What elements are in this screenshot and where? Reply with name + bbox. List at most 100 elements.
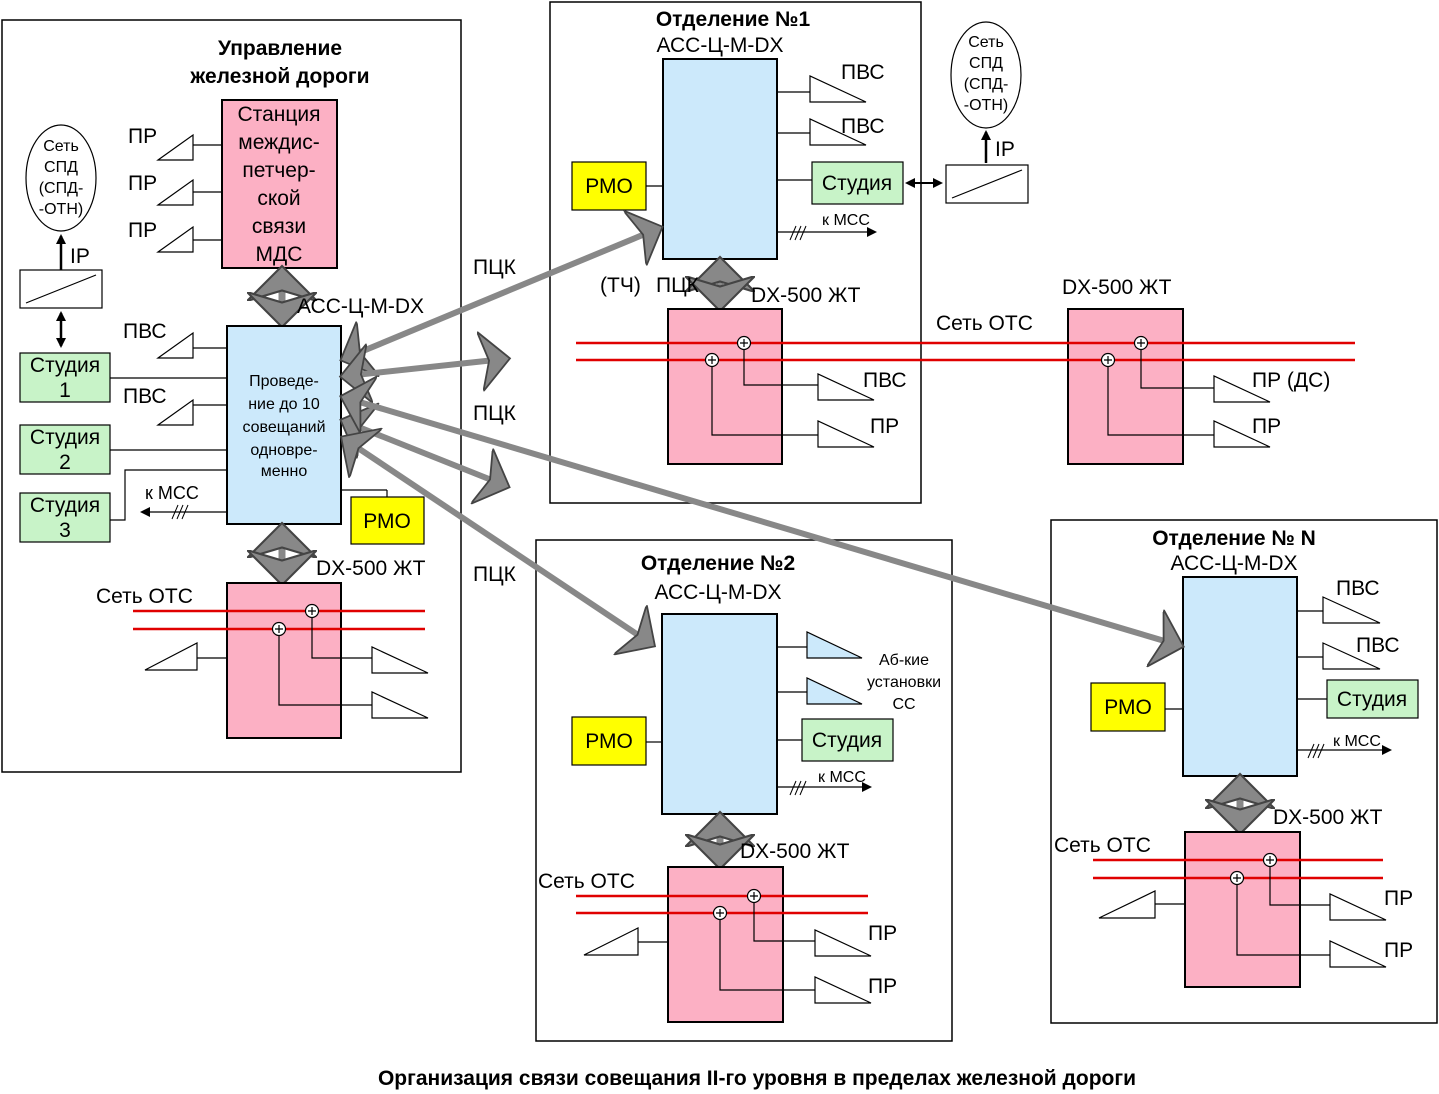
pr-label: ПР xyxy=(1384,887,1413,910)
pr-terminal-icon xyxy=(1213,375,1271,403)
divn-dx500-block xyxy=(1184,831,1301,988)
div1-title: Отделение №1 xyxy=(656,8,811,31)
pvs-terminal-icon xyxy=(156,398,194,426)
pr-terminal-icon xyxy=(817,420,875,448)
pvs-terminal-icon xyxy=(1322,642,1381,670)
studio-1-box xyxy=(19,352,111,403)
divn-acc-label: АСС-Ц-М-DX xyxy=(1170,552,1297,575)
div2-acc-block xyxy=(661,613,778,815)
ots-label: Сеть ОТС xyxy=(538,870,635,893)
studio-label: Студия xyxy=(822,172,892,195)
hq-panel: Управление железной дороги Станция межди… xyxy=(1,19,462,773)
pr-label: ПР xyxy=(1252,415,1281,438)
pvs-label: ПВС xyxy=(123,385,167,408)
mds-line: МДС xyxy=(256,243,303,266)
pr-terminal-icon xyxy=(156,133,194,161)
studio-3-box xyxy=(19,492,111,543)
pr-ds-label: ПР (ДС) xyxy=(1252,369,1330,392)
studio-2-box xyxy=(19,424,111,475)
hq-title-line1: Управление xyxy=(218,37,342,60)
rmo-box xyxy=(1090,682,1166,732)
studio-label: Студия xyxy=(30,354,100,377)
terminal-icon xyxy=(1098,890,1156,919)
conf-line: одновре- xyxy=(250,442,317,459)
hq-title-line2: железной дороги xyxy=(189,65,369,88)
spd-line: (СПД- xyxy=(964,76,1009,93)
k-mss-label: к МСС xyxy=(822,212,870,229)
pvs-label: ПВС xyxy=(863,369,907,392)
acc-label: АСС-Ц-М-DX xyxy=(297,295,424,318)
div2-dx500-block xyxy=(667,866,784,1023)
pr-terminal-icon xyxy=(156,178,194,206)
pr-terminal-icon xyxy=(814,929,872,957)
rmo-label: РМО xyxy=(585,175,633,198)
div1-acc-label: АСС-Ц-М-DX xyxy=(656,34,783,57)
spd-line: СПД xyxy=(969,55,1003,72)
pr-label: ПР xyxy=(868,975,897,998)
hq-dx500-block xyxy=(226,582,342,739)
dx-label: DX-500 ЖТ xyxy=(751,284,861,307)
terminal-icon xyxy=(371,646,429,674)
k-mss-label: к МСС xyxy=(1333,733,1381,750)
dx-label: DX-500 ЖТ xyxy=(740,840,850,863)
pr-label: ПР xyxy=(128,219,157,242)
conf-line: совещаний xyxy=(242,419,325,436)
spd-line: -ОТН) xyxy=(39,201,83,218)
dx-label: DX-500 ЖТ xyxy=(1273,806,1383,829)
pr-label: ПР xyxy=(868,922,897,945)
studio-label: Студия xyxy=(1337,688,1407,711)
dx-label: DX-500 ЖТ xyxy=(316,557,426,580)
division-1-panel: Отделение №1 АСС-Ц-М-DX ПВС ПВС РМО Студ… xyxy=(549,1,1355,504)
div1-dx500-block xyxy=(667,308,783,465)
pck-label: ПЦК xyxy=(473,402,517,425)
pr-terminal-icon xyxy=(156,225,194,253)
abk-line: Аб-кие xyxy=(879,652,929,669)
terminal-icon xyxy=(144,642,198,671)
pvs-terminal-icon xyxy=(156,331,194,359)
spd-line: СПД xyxy=(44,159,78,176)
spd-network-cloud xyxy=(25,124,97,232)
studio-box xyxy=(1326,679,1419,719)
k-mss-label: к МСС xyxy=(145,483,199,503)
pck-links xyxy=(346,229,1178,645)
pck-label: ПЦК xyxy=(473,563,517,586)
pr-label: ПР xyxy=(128,172,157,195)
dx500-block xyxy=(1067,308,1184,465)
mds-line: междис- xyxy=(238,131,319,154)
rmo-label: РМО xyxy=(1104,696,1152,719)
studio-box xyxy=(811,161,904,205)
studio-label: Студия xyxy=(812,729,882,752)
pvs-label: ПВС xyxy=(841,61,885,84)
pvs-terminal-icon xyxy=(809,75,867,103)
div2-title: Отделение №2 xyxy=(641,552,795,575)
divn-acc-block xyxy=(1182,576,1298,777)
pck-label: ПЦК xyxy=(656,274,700,297)
pr-label: ПР xyxy=(1384,939,1413,962)
div1-acc-block xyxy=(662,58,778,260)
spd-line: (СПД- xyxy=(39,180,84,197)
spd-line: Сеть xyxy=(43,138,79,155)
pr-terminal-icon xyxy=(1329,893,1387,921)
studio-label: 3 xyxy=(59,519,71,542)
pck-label: ПЦК xyxy=(473,256,517,279)
subscriber-terminal-icon xyxy=(806,677,863,705)
dx-label: DX-500 ЖТ xyxy=(1062,276,1172,299)
ip-converter-icon xyxy=(19,269,103,309)
pvs-terminal-icon xyxy=(1322,596,1381,624)
pr-terminal-icon xyxy=(1213,420,1271,448)
pvs-label: ПВС xyxy=(841,115,885,138)
pvs-label: ПВС xyxy=(1336,577,1380,600)
conf-line: Проведе- xyxy=(249,373,319,390)
studio-label: 2 xyxy=(59,451,71,474)
div2-acc-label: АСС-Ц-М-DX xyxy=(654,581,781,604)
pvs-label: ПВС xyxy=(1356,634,1400,657)
rmo-label: РМО xyxy=(585,730,633,753)
rmo-label: РМО xyxy=(363,510,411,533)
k-mss-label: к МСС xyxy=(818,769,866,786)
ip-label: IP xyxy=(995,138,1015,161)
pvs-label: ПВС xyxy=(123,320,167,343)
pr-terminal-icon xyxy=(814,976,872,1004)
spd-network-cloud xyxy=(950,21,1022,129)
pr-terminal-icon xyxy=(1329,940,1387,968)
